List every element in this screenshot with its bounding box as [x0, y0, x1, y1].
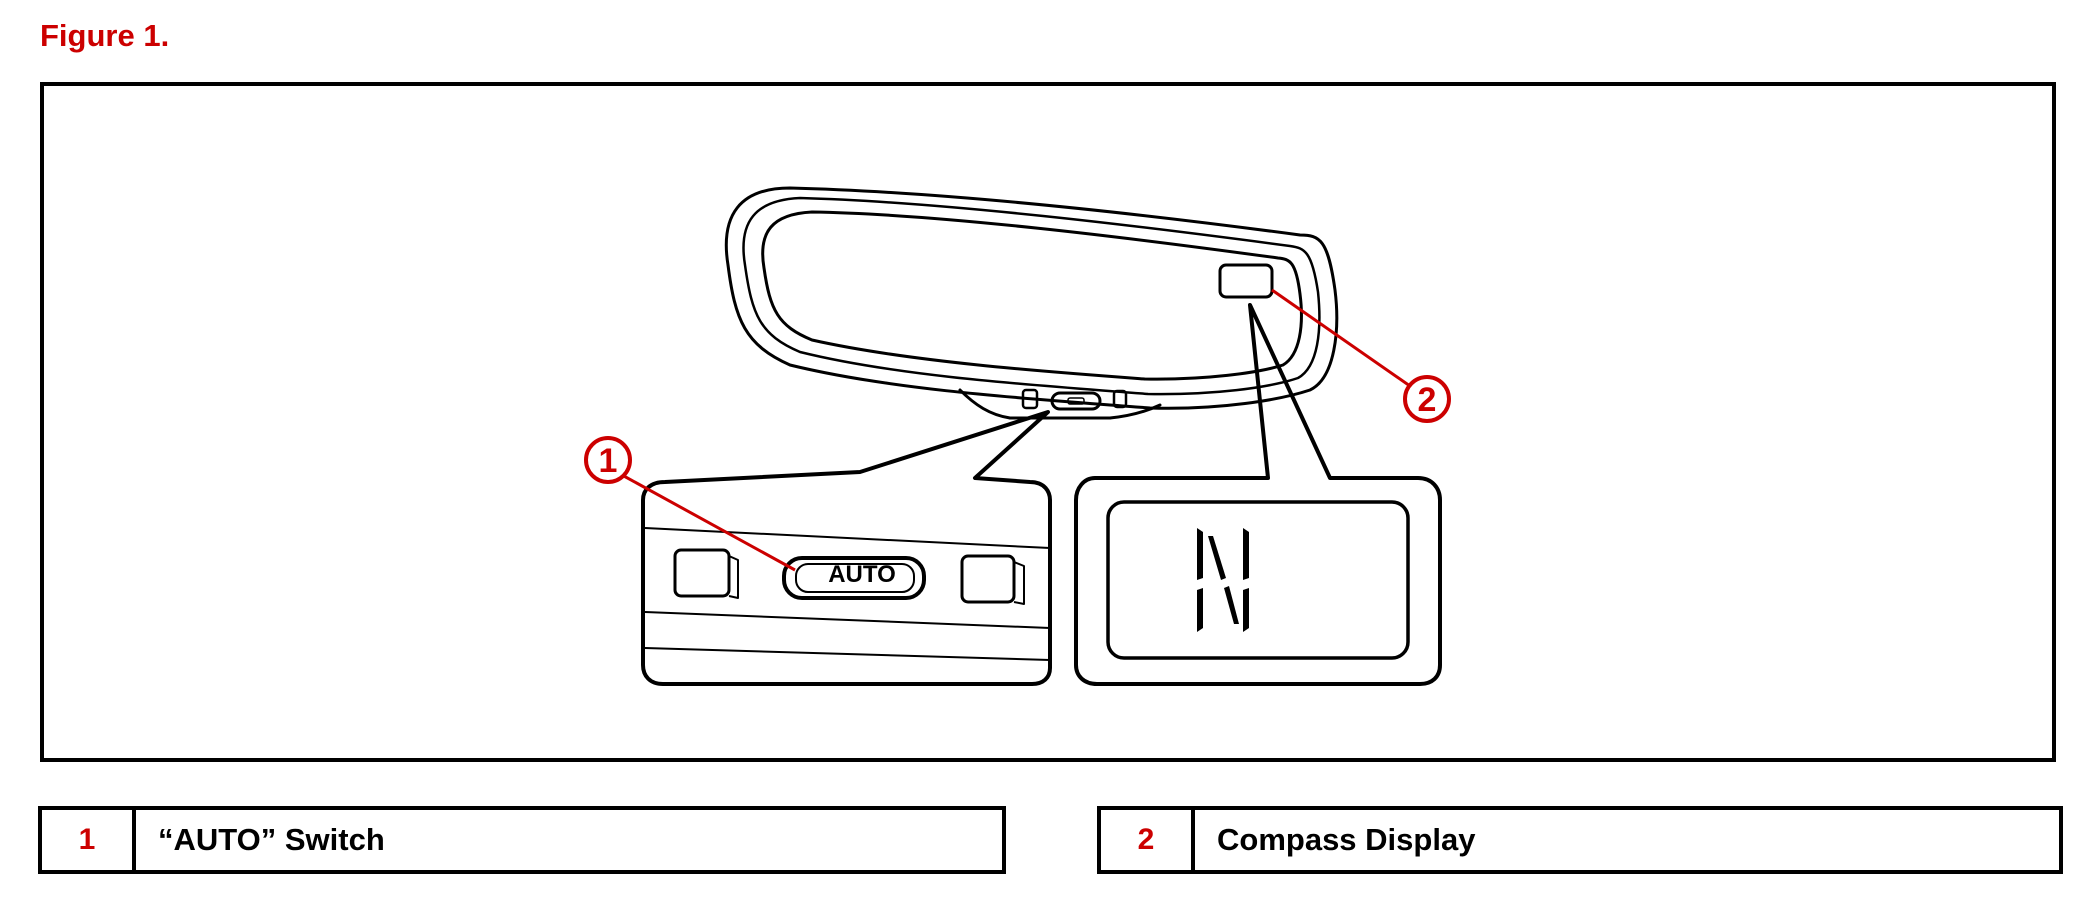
legend-label: “AUTO” Switch [158, 822, 385, 857]
rearview-mirror [724, 186, 1339, 420]
legend-label: Compass Display [1217, 822, 1476, 857]
compass-letter-n [1197, 528, 1249, 632]
callout-1-number: 1 [599, 442, 618, 480]
legend-row-1: 1 “AUTO” Switch [38, 806, 1006, 874]
callout-2-number: 2 [1418, 381, 1437, 419]
legend-number: 2 [1101, 810, 1195, 870]
auto-button-label: AUTO [828, 561, 896, 588]
callout-2: 2 [1271, 288, 1451, 423]
compass-display-inset [1074, 303, 1442, 686]
legend-number: 1 [42, 810, 136, 870]
auto-switch-inset [641, 410, 1052, 686]
figure-title: Figure 1. [40, 18, 170, 53]
figure-frame [40, 82, 2056, 762]
callout-1: 1 [584, 436, 796, 572]
legend-row-2: 2 Compass Display [1097, 806, 2063, 874]
